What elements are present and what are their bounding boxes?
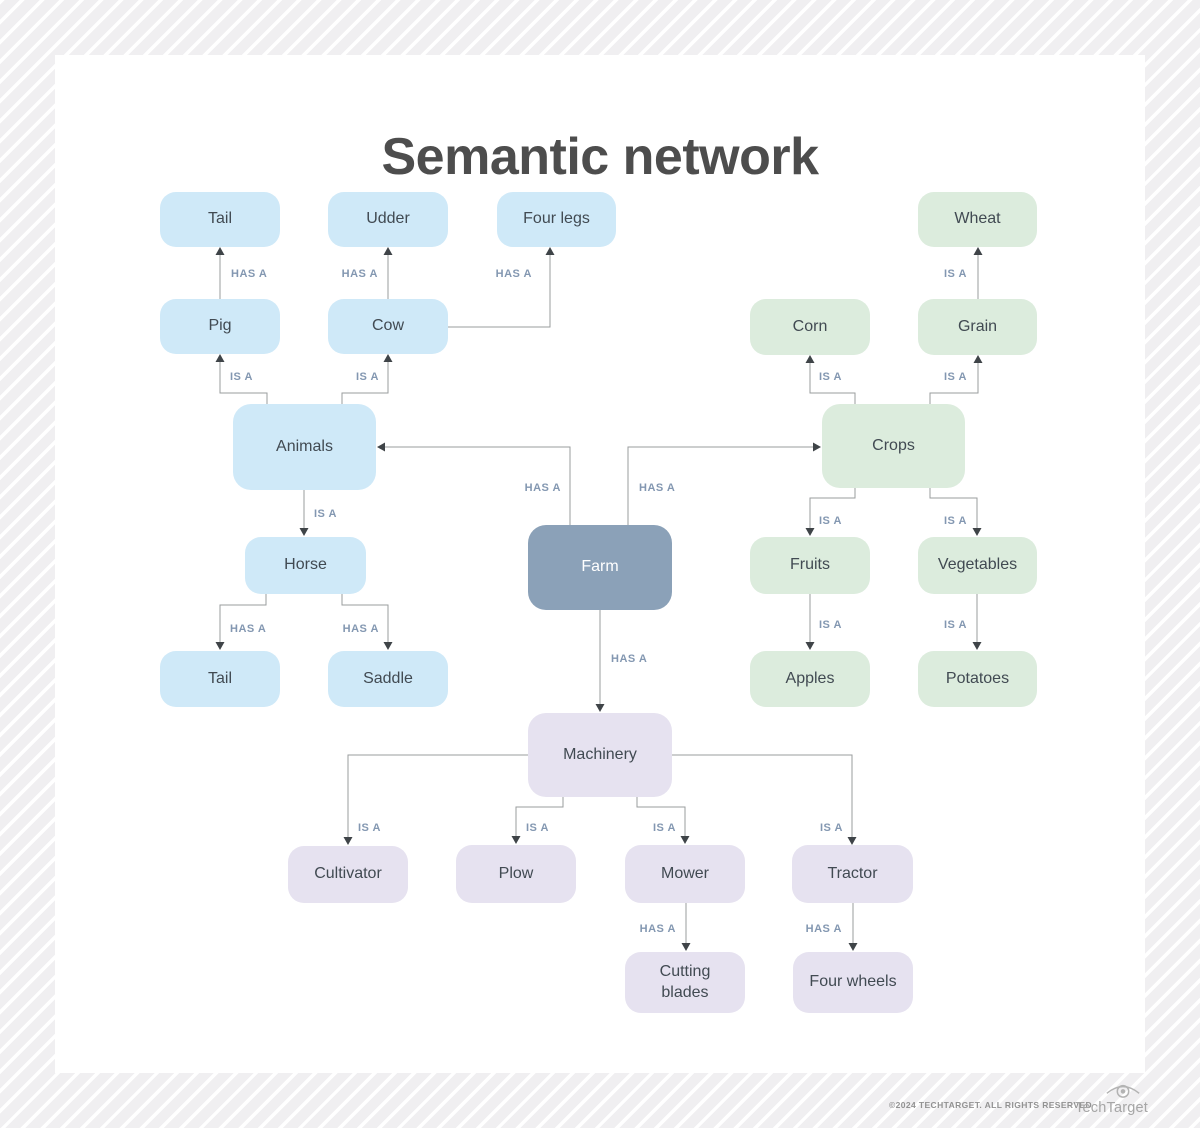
edge-machinery-cultivator bbox=[347, 754, 528, 840]
arrowhead-horse-saddle bbox=[383, 642, 393, 650]
arrowhead-grain-wheat bbox=[973, 247, 983, 255]
edge-label-machinery-tractor: IS A bbox=[820, 822, 843, 834]
node-wheat: Wheat bbox=[918, 192, 1037, 247]
node-tractor: Tractor bbox=[792, 845, 913, 903]
node-horse: Horse bbox=[245, 537, 366, 594]
node-four-wheels: Four wheels bbox=[793, 952, 913, 1013]
node-fruits: Fruits bbox=[750, 537, 870, 594]
node-pig: Pig bbox=[160, 299, 280, 354]
arrowhead-animals-cow bbox=[383, 354, 393, 362]
logo-text: TechTarget bbox=[1075, 1100, 1148, 1116]
edge-farm-crops bbox=[627, 446, 816, 525]
techtarget-logo: TechTarget bbox=[1050, 1079, 1148, 1117]
edge-label-horse-saddle: HAS A bbox=[343, 623, 379, 635]
arrowhead-machinery-tractor bbox=[847, 837, 857, 845]
arrowhead-pig-tail bbox=[215, 247, 225, 255]
arrowhead-horse-tail bbox=[215, 642, 225, 650]
node-corn: Corn bbox=[750, 299, 870, 355]
arrowhead-farm-crops bbox=[813, 442, 821, 452]
arrowhead-crops-corn bbox=[805, 355, 815, 363]
edge-cow-four-legs bbox=[448, 252, 551, 328]
edge-label-horse-tail: HAS A bbox=[230, 623, 266, 635]
node-apples: Apples bbox=[750, 651, 870, 707]
arrowhead-crops-vegetables bbox=[972, 528, 982, 536]
node-vegetables: Vegetables bbox=[918, 537, 1037, 594]
node-crops: Crops bbox=[822, 404, 965, 488]
edge-label-tractor-four-wheels: HAS A bbox=[806, 923, 842, 935]
edge-horse-tail bbox=[219, 594, 267, 645]
arrowhead-cow-four-legs bbox=[545, 247, 555, 255]
edge-label-animals-horse: IS A bbox=[314, 508, 337, 520]
eye-icon bbox=[1106, 1084, 1140, 1098]
node-udder: Udder bbox=[328, 192, 448, 247]
page-title: Semantic network bbox=[381, 127, 819, 186]
edge-label-pig-tail: HAS A bbox=[231, 268, 267, 280]
edge-label-cow-udder: HAS A bbox=[342, 268, 378, 280]
edge-label-machinery-mower: IS A bbox=[653, 822, 676, 834]
node-cow: Cow bbox=[328, 299, 448, 354]
edge-label-mower-cutting-blades: HAS A bbox=[640, 923, 676, 935]
edge-crops-fruits bbox=[809, 488, 856, 531]
edge-machinery-tractor bbox=[672, 754, 853, 840]
copyright-text: ©2024 TECHTARGET. ALL RIGHTS RESERVED bbox=[888, 1100, 1092, 1110]
edge-label-vegetables-potatoes: IS A bbox=[944, 619, 967, 631]
edge-label-animals-pig: IS A bbox=[230, 371, 253, 383]
edge-label-crops-corn: IS A bbox=[819, 371, 842, 383]
node-grain: Grain bbox=[918, 299, 1037, 355]
edge-machinery-mower bbox=[636, 797, 686, 839]
edge-label-fruits-apples: IS A bbox=[819, 619, 842, 631]
node-farm: Farm bbox=[528, 525, 672, 610]
edge-label-farm-crops: HAS A bbox=[639, 482, 675, 494]
arrowhead-animals-pig bbox=[215, 354, 225, 362]
node-cultivator: Cultivator bbox=[288, 846, 408, 903]
edge-crops-corn bbox=[809, 360, 856, 404]
arrowhead-machinery-mower bbox=[680, 836, 690, 844]
edge-crops-grain bbox=[929, 360, 979, 404]
arrowhead-vegetables-potatoes bbox=[972, 642, 982, 650]
node-tail-1: Tail bbox=[160, 192, 280, 247]
edge-machinery-plow bbox=[515, 797, 564, 839]
node-animals: Animals bbox=[233, 404, 376, 490]
edge-label-crops-vegetables: IS A bbox=[944, 515, 967, 527]
arrowhead-crops-fruits bbox=[805, 528, 815, 536]
arrowhead-tractor-four-wheels bbox=[848, 943, 858, 951]
edge-label-cow-four-legs: HAS A bbox=[496, 268, 532, 280]
edge-label-crops-grain: IS A bbox=[944, 371, 967, 383]
node-potatoes: Potatoes bbox=[918, 651, 1037, 707]
edge-label-animals-cow: IS A bbox=[356, 371, 379, 383]
node-plow: Plow bbox=[456, 845, 576, 903]
edge-animals-pig bbox=[219, 359, 268, 404]
edge-label-grain-wheat: IS A bbox=[944, 268, 967, 280]
edge-label-machinery-plow: IS A bbox=[526, 822, 549, 834]
edge-farm-animals bbox=[382, 446, 571, 525]
node-saddle: Saddle bbox=[328, 651, 448, 707]
arrowhead-machinery-cultivator bbox=[343, 837, 353, 845]
edge-crops-vegetables bbox=[929, 488, 978, 531]
arrowhead-crops-grain bbox=[973, 355, 983, 363]
arrowhead-farm-animals bbox=[377, 442, 385, 452]
arrowhead-machinery-plow bbox=[511, 836, 521, 844]
edge-label-crops-fruits: IS A bbox=[819, 515, 842, 527]
node-cutting-blades: Cutting blades bbox=[625, 952, 745, 1013]
node-tail-2: Tail bbox=[160, 651, 280, 707]
edge-label-farm-machinery: HAS A bbox=[611, 653, 647, 665]
arrowhead-fruits-apples bbox=[805, 642, 815, 650]
arrowhead-farm-machinery bbox=[595, 704, 605, 712]
arrowhead-mower-cutting-blades bbox=[681, 943, 691, 951]
edge-label-machinery-cultivator: IS A bbox=[358, 822, 381, 834]
node-mower: Mower bbox=[625, 845, 745, 903]
edge-horse-saddle bbox=[341, 594, 389, 645]
edge-animals-cow bbox=[341, 359, 389, 404]
edge-label-farm-animals: HAS A bbox=[525, 482, 561, 494]
node-machinery: Machinery bbox=[528, 713, 672, 797]
arrowhead-animals-horse bbox=[299, 528, 309, 536]
arrowhead-cow-udder bbox=[383, 247, 393, 255]
node-four-legs: Four legs bbox=[497, 192, 616, 247]
